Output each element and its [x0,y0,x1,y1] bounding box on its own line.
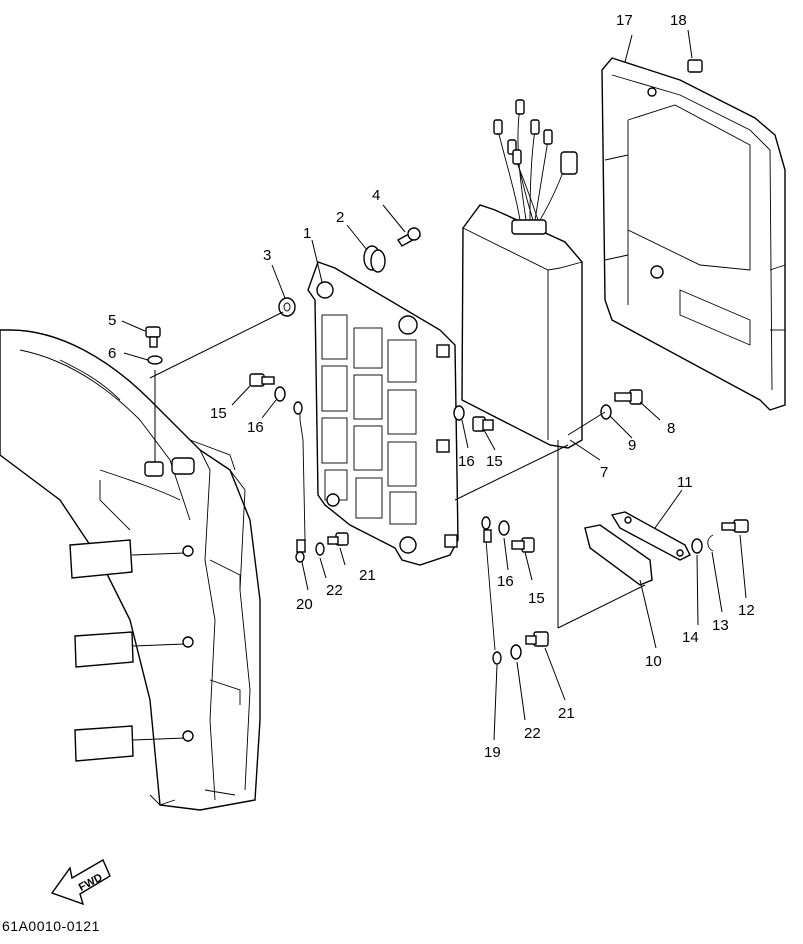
callout-18: 18 [670,12,687,29]
diagram-code: 61A0010-0121 [2,918,100,934]
callout-14: 14 [682,629,699,646]
callout-22b: 22 [524,725,541,742]
leader-lines [121,29,747,741]
callout-11: 11 [677,474,693,491]
callout-20: 20 [296,596,313,613]
callout-2: 2 [336,209,344,226]
callout-5: 5 [108,312,116,329]
callout-21a: 21 [359,567,376,584]
hardware-parts [145,59,749,665]
callout-4: 4 [372,187,380,204]
callout-13: 13 [712,617,729,634]
callout-9: 9 [628,437,636,454]
callout-16b: 16 [458,453,475,470]
callout-16a: 16 [247,419,264,436]
mounting-plate [584,511,691,586]
callout-8: 8 [667,420,675,437]
callout-21b: 21 [558,705,575,722]
bracket-plate [307,261,459,566]
callout-19: 19 [484,744,501,761]
callout-15a: 15 [210,405,227,422]
cover [601,57,786,411]
callout-17: 17 [616,12,633,29]
callout-12: 12 [738,602,755,619]
callout-6: 6 [108,345,116,362]
callout-7: 7 [600,464,608,481]
callout-15c: 15 [528,590,545,607]
cdi-unit [461,99,583,449]
callout-numbers: 1 2 3 4 5 6 7 8 9 10 11 12 13 14 15 16 1… [108,12,755,761]
engine-block [0,329,261,811]
fwd-arrow: FWD [50,859,111,906]
callout-15b: 15 [486,453,503,470]
callout-10: 10 [645,653,662,670]
callout-22a: 22 [326,582,343,599]
callout-3: 3 [263,247,271,264]
callout-1: 1 [303,225,311,242]
callout-16c: 16 [497,573,514,590]
